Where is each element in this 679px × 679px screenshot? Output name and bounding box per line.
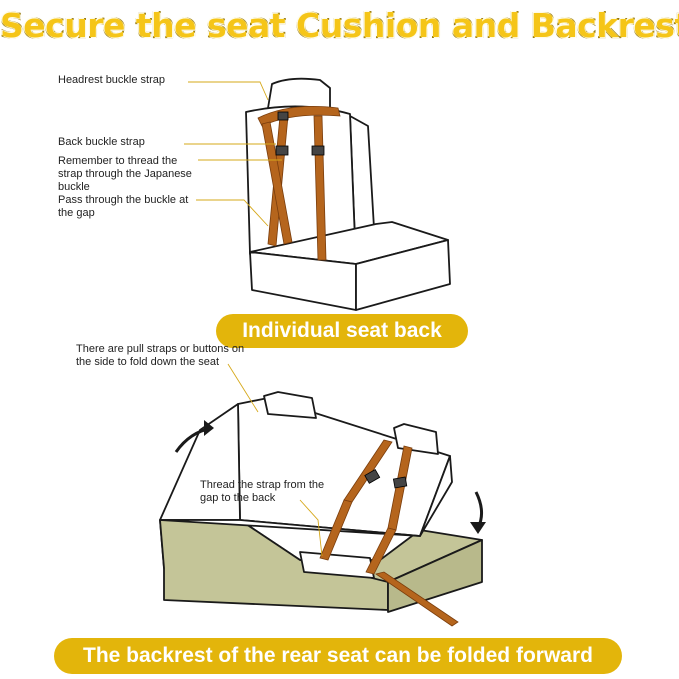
seat-headrest: [267, 77, 331, 113]
buckle-1: [275, 145, 289, 156]
buckle-3: [277, 111, 289, 121]
folded-seat-straps: [319, 439, 459, 627]
folded-buckle-1: [364, 468, 381, 484]
page-title: Secure the seat Cushion and Backrest: [0, 5, 679, 46]
fold-arrows: [174, 420, 486, 534]
single-seat-straps: [257, 105, 341, 261]
label-thread-strap: Thread the strap from the gap to the bac…: [200, 479, 325, 504]
folded-seat-leader-lines: [227, 363, 323, 557]
folded-strap-3: [319, 499, 353, 561]
seat-gap: [299, 551, 375, 579]
single-seat-leader-lines: [184, 81, 282, 227]
folded-buckle-2: [392, 476, 408, 489]
folded-headrest-1: [263, 391, 317, 419]
folded-strap-tail: [375, 571, 459, 627]
label-pull-straps: There are pull straps or buttons on the …: [76, 343, 245, 368]
label-headrest-buckle-strap: Headrest buckle strap: [58, 74, 165, 86]
label-thread-japanese-buckle: Remember to thread the strap through the…: [58, 155, 192, 193]
label-pass-through-buckle: Pass through the buckle at the gap: [58, 194, 189, 219]
badge-backrest-folded-forward: The backrest of the rear seat can be fol…: [54, 638, 622, 674]
headrest-strap: [257, 105, 341, 127]
folded-backrest-front: [159, 455, 453, 537]
buckle-2: [311, 145, 325, 156]
diagonal-strap: [261, 121, 293, 245]
folded-strap-4: [365, 527, 397, 575]
seat-cushion-side: [355, 239, 451, 311]
badge-individual-seat-back: Individual seat back: [216, 314, 468, 348]
label-back-buckle-strap: Back buckle strap: [58, 136, 145, 148]
